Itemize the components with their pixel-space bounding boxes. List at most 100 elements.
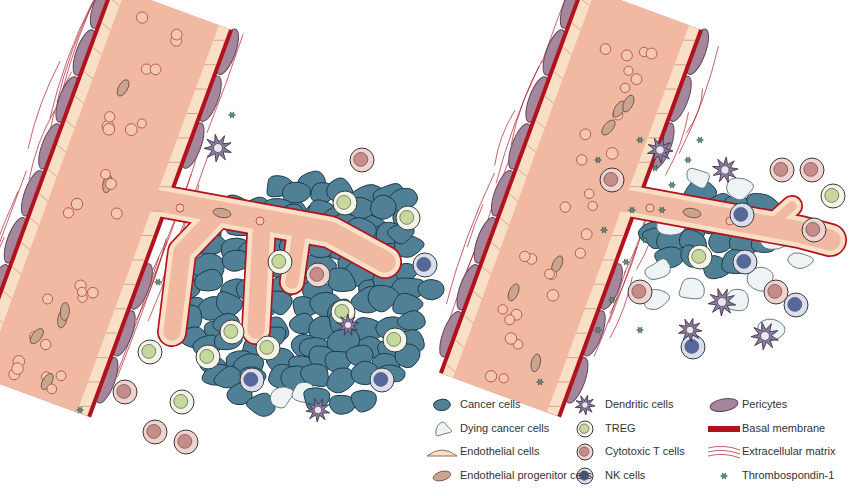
blood-cell — [646, 48, 657, 59]
cytotoxic-t-cell — [802, 218, 826, 242]
nk-cell — [413, 253, 437, 277]
blood-cell — [485, 371, 496, 382]
endothelial-border — [133, 259, 145, 260]
cancer-cell — [195, 269, 223, 291]
endothelial-border — [509, 194, 518, 202]
cytotoxic-t-cell-body — [800, 158, 824, 182]
cytotoxic-t-cell-nucleus — [604, 172, 618, 186]
endothelial-border — [572, 23, 581, 31]
dying-cancer-cell — [687, 168, 710, 188]
legend-text: Endothelial progenitor cells — [460, 469, 592, 482]
treg-cell-body — [220, 320, 244, 344]
treg-cell-body — [268, 250, 292, 274]
blood-cell — [105, 178, 116, 189]
dendritic-nucleus — [718, 298, 727, 307]
endothelial-border — [563, 47, 572, 55]
thrombospondin-1 — [629, 207, 636, 213]
legend-text: NK cells — [605, 469, 645, 482]
endothelial-border — [66, 120, 75, 128]
endothelial-progenitor-cell — [212, 207, 231, 219]
endothelial-border — [666, 89, 678, 90]
treg-cell-nucleus — [272, 254, 286, 268]
endothelial-border — [106, 333, 118, 334]
endothelial-border — [576, 333, 588, 334]
blood-cell — [88, 287, 99, 298]
blood — [9, 12, 264, 394]
thrombospondin-1 — [595, 327, 602, 333]
cytotoxic-t-cell-nucleus — [806, 222, 820, 236]
endothelial-progenitor-cell — [529, 353, 542, 373]
blood-cell — [136, 12, 147, 23]
dendritic-cell — [648, 137, 674, 163]
dendritic-nucleus — [582, 402, 588, 408]
dendritic-cell — [679, 318, 703, 342]
treg-cell-body — [688, 245, 712, 269]
cytotoxic-t-cell-nucleus — [804, 162, 818, 176]
matrix-sample — [708, 446, 740, 450]
cancer-cell — [370, 195, 396, 219]
blood-cell — [171, 29, 182, 40]
nk-cell — [784, 293, 808, 317]
dendritic-body — [306, 399, 330, 423]
endothelial-border — [612, 235, 624, 236]
endothelial-border — [12, 267, 21, 275]
cytotoxic-t-cell-nucleus — [178, 434, 192, 448]
cancer-cell — [328, 268, 356, 292]
cytotoxic-t-cell-body — [577, 444, 593, 460]
thrombospondin-1 — [642, 237, 649, 243]
blood-cell — [12, 363, 24, 375]
vessel — [0, 0, 385, 406]
blood-cell — [560, 202, 570, 212]
blood-cell — [621, 50, 632, 61]
treg-cell — [383, 328, 407, 352]
treg-cell-body — [256, 336, 280, 360]
dendritic-cell — [575, 395, 595, 415]
dying-cancer-cell — [270, 387, 294, 408]
endothelial-border — [187, 113, 199, 114]
endothelial-progenitor-cell — [60, 302, 70, 321]
treg-cell — [196, 345, 220, 369]
endothelial-border — [545, 96, 554, 104]
endothelial-border — [446, 364, 455, 372]
treg-cell — [577, 421, 593, 437]
endothelial-border — [142, 235, 154, 236]
treg-cell-nucleus — [825, 188, 839, 202]
endothelial-progenitor-cell — [506, 282, 521, 302]
cancer-cell — [418, 280, 444, 300]
endothelial-border — [111, 0, 120, 6]
basal-membrane — [292, 226, 300, 282]
dendritic-nucleus — [721, 166, 729, 174]
thrombospondin-1 — [595, 157, 602, 163]
endothelial-border — [657, 113, 669, 114]
endothelial-progenitor-cell — [599, 118, 617, 138]
endothelial-border — [500, 218, 509, 226]
treg-cell-body — [170, 390, 194, 414]
blood-cell — [137, 119, 146, 128]
cancer-cell — [434, 399, 451, 410]
treg-cell-nucleus — [224, 324, 238, 338]
thrombospondin-1 — [601, 227, 608, 233]
endothelial-border — [675, 64, 687, 65]
lumen — [570, 190, 830, 240]
thrombospondin-1 — [659, 207, 666, 213]
cytotoxic-t-cell-body — [174, 430, 198, 454]
endothelial-border — [683, 40, 695, 41]
treg-cell-nucleus — [400, 210, 414, 224]
endothelial-border — [648, 137, 660, 138]
dying-cancer-cell — [436, 422, 452, 436]
endothelial-progenitor-cell — [115, 78, 132, 98]
cytotoxic-t-cell-nucleus — [147, 424, 161, 438]
blood-cell — [56, 371, 66, 381]
endothelial-border — [124, 284, 136, 285]
endothelial-border — [84, 72, 93, 80]
endothelial-border — [603, 259, 615, 260]
thrombospondin-1 — [685, 157, 692, 163]
blood-cell — [103, 123, 115, 135]
endothelium — [292, 226, 300, 282]
nk-cell-body — [240, 368, 264, 392]
cytotoxic-t-cell-nucleus — [117, 384, 131, 398]
treg-cell-nucleus — [200, 349, 214, 363]
blood-cell — [111, 208, 122, 219]
blood-cell — [545, 269, 555, 279]
